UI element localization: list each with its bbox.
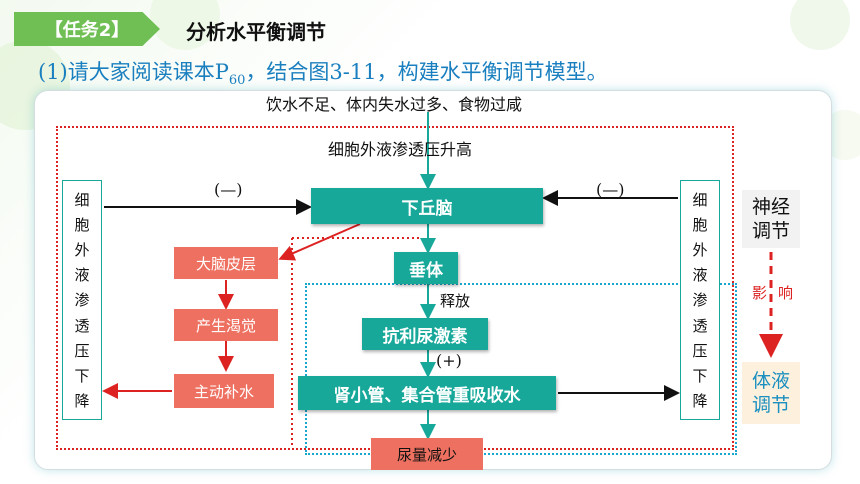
influence-char-1: 影 — [752, 284, 768, 302]
char: 外 — [74, 241, 90, 260]
left-negative-label: (—) — [214, 180, 243, 199]
humoral-regulation-text: 体液调节 — [751, 370, 790, 416]
instruction-subscript: 60 — [228, 73, 246, 89]
urine-less-box: 尿量减少 — [371, 438, 483, 470]
hypothalamus-box: 下丘脑 — [311, 188, 543, 224]
release-text: 释放 — [440, 292, 471, 310]
cortex-box: 大脑皮层 — [174, 247, 278, 279]
char: 液 — [74, 266, 90, 285]
char: 压 — [74, 341, 90, 360]
char: 细 — [74, 191, 90, 210]
thirst-box: 产生渴觉 — [174, 309, 278, 341]
kidney-box: 肾小管、集合管重吸收水 — [298, 376, 556, 410]
char: 渗 — [74, 291, 90, 310]
char: 细 — [692, 191, 708, 210]
char: 胞 — [74, 216, 90, 235]
char: 液 — [692, 266, 708, 285]
influence-char-2: 响 — [778, 284, 794, 302]
adh-box: 抗利尿激素 — [362, 318, 488, 350]
right-osmotic-drop-box: 细 胞 外 液 渗 透 压 下 降 — [680, 180, 720, 420]
pituitary-box: 垂体 — [394, 252, 458, 284]
instruction-suffix: ，结合图3-11，构建水平衡调节模型。 — [245, 60, 608, 84]
char: 降 — [74, 391, 90, 410]
char: 渗 — [692, 291, 708, 310]
drink-box: 主动补水 — [174, 374, 274, 408]
instruction-prefix: (1)请大家阅读课本P — [38, 60, 229, 84]
trigger-text: 饮水不足、体内失水过多、食物过咸 — [266, 95, 523, 114]
char: 胞 — [692, 216, 708, 235]
osmotic-rise-text: 细胞外液渗透压升高 — [328, 140, 473, 159]
arrow-hypothalamus-to-cortex — [278, 223, 361, 261]
positive-label: (+) — [436, 351, 462, 370]
neural-regulation-label: 神经调节 — [742, 190, 800, 248]
right-negative-label: (—) — [596, 180, 625, 199]
instruction: (1)请大家阅读课本P60，结合图3-11，构建水平衡调节模型。 — [38, 56, 608, 88]
task-title: 分析水平衡调节 — [186, 20, 326, 44]
char: 下 — [692, 366, 708, 385]
char: 压 — [692, 341, 708, 360]
char: 透 — [692, 316, 708, 335]
task-tag: 【任务2】 — [14, 12, 160, 46]
humoral-region-outline — [305, 283, 737, 455]
char: 下 — [74, 366, 90, 385]
char: 透 — [74, 316, 90, 335]
neural-regulation-text: 神经调节 — [751, 196, 790, 242]
left-osmotic-drop-box: 细 胞 外 液 渗 透 压 下 降 — [62, 180, 102, 420]
char: 外 — [692, 241, 708, 260]
char: 降 — [692, 391, 708, 410]
decor-bubble — [790, 0, 850, 50]
humoral-regulation-label: 体液调节 — [742, 362, 800, 424]
